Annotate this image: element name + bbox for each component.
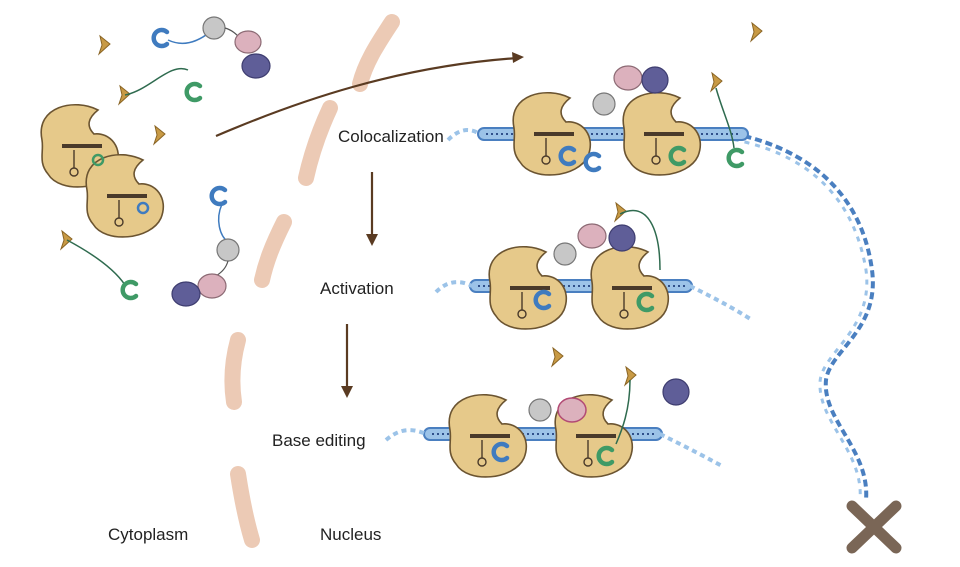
label-base-editing: Base editing	[272, 431, 366, 450]
colocalization-stage	[446, 22, 763, 176]
process-arrows	[215, 52, 524, 398]
label-activation: Activation	[320, 279, 394, 298]
label-nucleus: Nucleus	[320, 525, 381, 544]
label-cytoplasm: Cytoplasm	[108, 525, 188, 544]
chromosome-icon	[846, 500, 902, 554]
label-colocalization: Colocalization	[338, 127, 444, 146]
base-editing-stage	[384, 347, 723, 478]
chromatin-dna	[711, 128, 875, 501]
cytoplasm-components	[40, 16, 271, 307]
nuclear-membrane	[224, 14, 400, 548]
activation-stage	[434, 202, 754, 330]
